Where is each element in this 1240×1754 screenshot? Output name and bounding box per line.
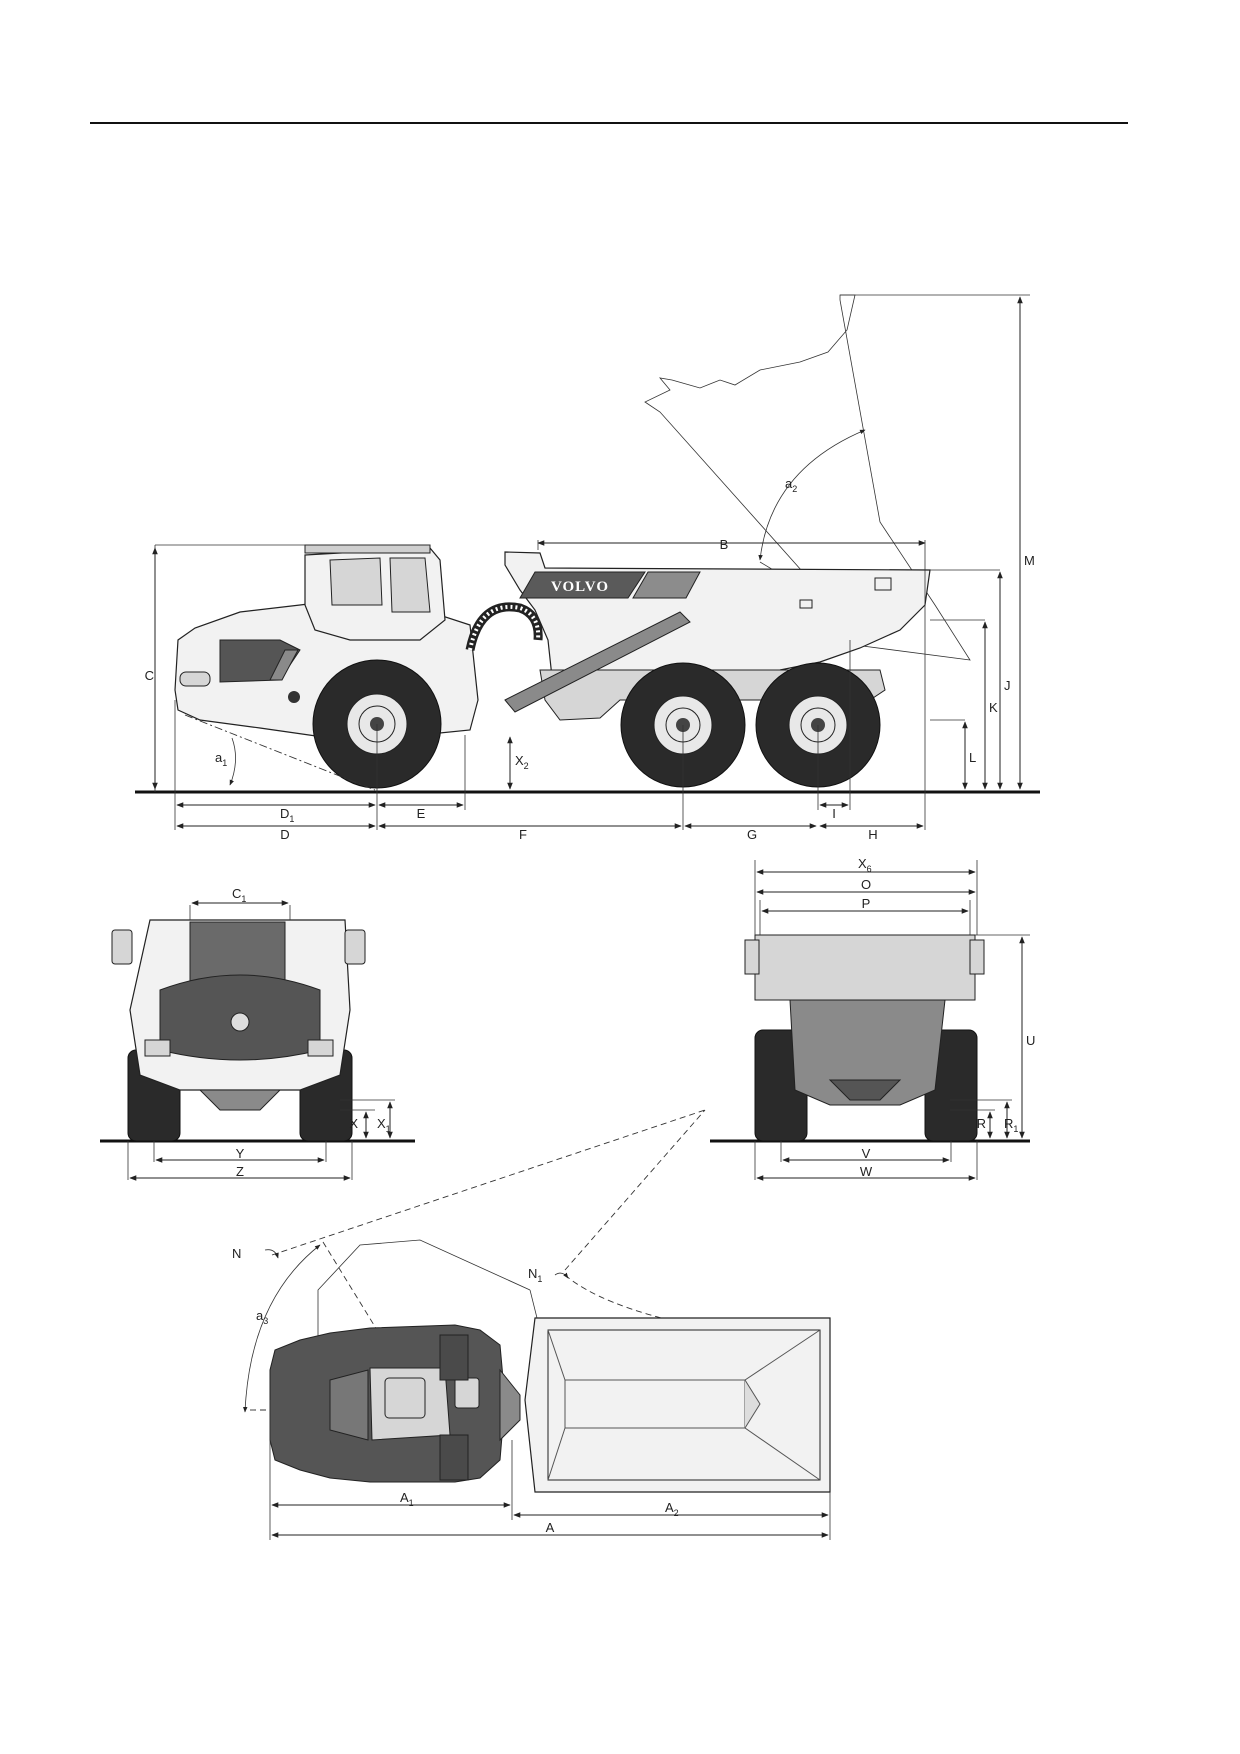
label-U: U: [1026, 1033, 1035, 1048]
a1-approach-line: [184, 714, 376, 791]
label-E: E: [417, 806, 426, 821]
label-N: N: [232, 1246, 241, 1261]
label-V: V: [862, 1146, 871, 1161]
label-X1: X1: [377, 1116, 391, 1134]
label-L: L: [969, 750, 976, 765]
label-a1: a1: [215, 750, 227, 768]
rear-dump-body[interactable]: [754, 934, 976, 1001]
front-cab-grille: [189, 921, 286, 985]
label-D1: D1: [280, 806, 294, 824]
label-C1: C1: [232, 886, 246, 904]
top-dump-body[interactable]: [524, 1317, 831, 1493]
cab-window: [329, 557, 383, 606]
label-R1: R1: [1004, 1116, 1018, 1134]
label-C: C: [145, 668, 154, 683]
a3-angle-arc: [242, 1244, 321, 1413]
label-I: I: [832, 806, 836, 821]
articulation-hose: [465, 602, 543, 651]
label-K: K: [989, 700, 998, 715]
label-D: D: [280, 827, 289, 842]
label-W: W: [860, 1164, 873, 1179]
label-M: M: [1024, 553, 1035, 568]
top-cab-roof: [369, 1367, 451, 1441]
label-P: P: [862, 896, 871, 911]
label-Z: Z: [236, 1164, 244, 1179]
tipped-body-outline: [644, 294, 971, 661]
rear-chassis: [789, 999, 946, 1106]
label-a3: a3: [256, 1308, 268, 1326]
label-J: J: [1004, 678, 1011, 693]
front-view: C1 Y Z X X1: [100, 886, 415, 1181]
cab-window-rear: [389, 557, 431, 613]
label-G: G: [747, 827, 757, 842]
a2-angle-arc: [758, 429, 866, 561]
label-F: F: [519, 827, 527, 842]
label-N1: N1: [528, 1266, 542, 1284]
rear-view: X6 O P U R R1 V W: [710, 856, 1035, 1181]
label-H: H: [868, 827, 877, 842]
label-A1: A1: [400, 1490, 414, 1508]
label-R: R: [977, 1116, 986, 1131]
label-Y: Y: [236, 1146, 245, 1161]
label-X6: X6: [858, 856, 872, 874]
label-O: O: [861, 877, 871, 892]
top-view: N N1 a3 A1 A2 A: [232, 1109, 831, 1540]
label-X2: X2: [515, 753, 529, 771]
label-A2: A2: [665, 1500, 679, 1518]
volvo-stripe: [519, 571, 646, 599]
label-B: B: [720, 537, 729, 552]
label-X: X: [349, 1116, 358, 1131]
side-view: VOLVO: [135, 294, 1040, 842]
label-a2: a2: [785, 476, 797, 494]
hoist-cylinder: [504, 611, 691, 713]
volvo-logo-text: VOLVO: [551, 579, 609, 595]
label-A: A: [546, 1520, 555, 1535]
